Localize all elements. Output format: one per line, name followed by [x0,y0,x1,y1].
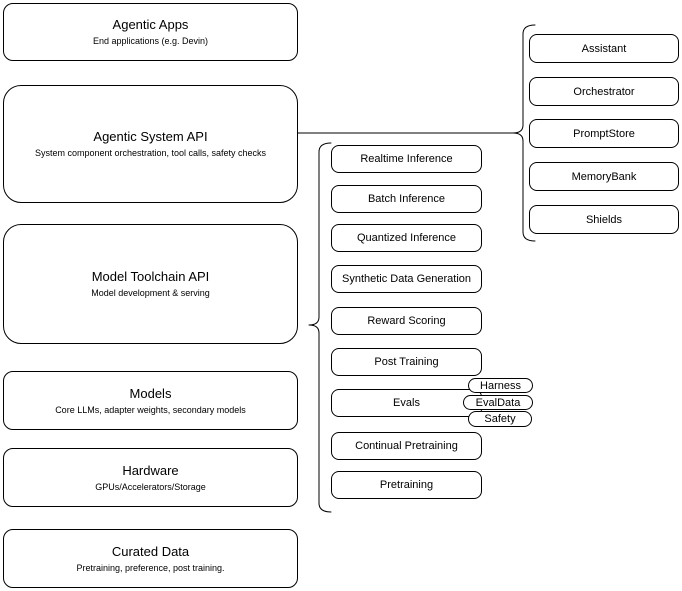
node-batch-inference: Batch Inference [331,185,482,213]
layer-agentic-system-api: Agentic System API System component orch… [3,85,298,203]
node-evals: Evals [331,389,482,417]
tag-safety: Safety [468,411,532,427]
node-assistant: Assistant [529,34,679,63]
node-reward-scoring: Reward Scoring [331,307,482,335]
node-label: Shields [585,213,623,226]
node-quantized-inference: Quantized Inference [331,224,482,252]
node-label: Assistant [581,42,627,55]
tag-label: EvalData [475,396,521,409]
node-label: Pretraining [379,479,434,491]
node-label: Batch Inference [367,193,446,205]
layer-models: Models Core LLMs, adapter weights, secon… [3,371,298,430]
tag-evaldata: EvalData [463,395,533,410]
node-label: Orchestrator [573,85,635,98]
layer-title: Curated Data [111,543,190,559]
layer-title: Model Toolchain API [91,269,210,284]
node-shields: Shields [529,205,679,234]
layer-subtitle: Model development & serving [91,288,210,298]
node-pretraining: Pretraining [331,471,482,499]
node-memorybank: MemoryBank [529,162,679,191]
node-label: Reward Scoring [367,315,446,327]
layer-subtitle: End applications (e.g. Devin) [92,36,209,46]
layer-agentic-apps: Agentic Apps End applications (e.g. Devi… [3,3,298,61]
tag-label: Safety [484,413,516,425]
layer-subtitle: System component orchestration, tool cal… [34,148,267,158]
tag-harness: Harness [468,378,533,393]
node-label: Continual Pretraining [355,440,458,452]
layer-title: Hardware [122,462,179,478]
node-promptstore: PromptStore [529,119,679,148]
tag-label: Harness [480,379,521,392]
layer-title: Models [129,385,172,401]
node-realtime-inference: Realtime Inference [331,145,482,173]
node-label: Realtime Inference [360,153,453,165]
node-orchestrator: Orchestrator [529,77,679,106]
layer-curated-data: Curated Data Pretraining, preference, po… [3,529,298,588]
node-synthetic-data-generation: Synthetic Data Generation [331,265,482,293]
node-label: Post Training [374,356,439,368]
layer-title: Agentic System API [93,129,208,144]
node-label: Evals [393,397,420,409]
layer-title: Agentic Apps [112,17,189,32]
layer-model-toolchain-api: Model Toolchain API Model development & … [3,224,298,344]
toolchain-brace [308,142,332,513]
layer-subtitle: GPUs/Accelerators/Storage [95,481,206,492]
node-label: Quantized Inference [356,232,457,244]
node-label: MemoryBank [571,170,637,183]
layer-subtitle: Pretraining, preference, post training. [76,562,225,573]
layer-hardware: Hardware GPUs/Accelerators/Storage [3,448,298,507]
node-label: PromptStore [573,127,635,140]
node-continual-pretraining: Continual Pretraining [331,432,482,460]
node-post-training: Post Training [331,348,482,376]
layer-subtitle: Core LLMs, adapter weights, secondary mo… [55,404,246,415]
node-label: Synthetic Data Generation [341,273,472,285]
